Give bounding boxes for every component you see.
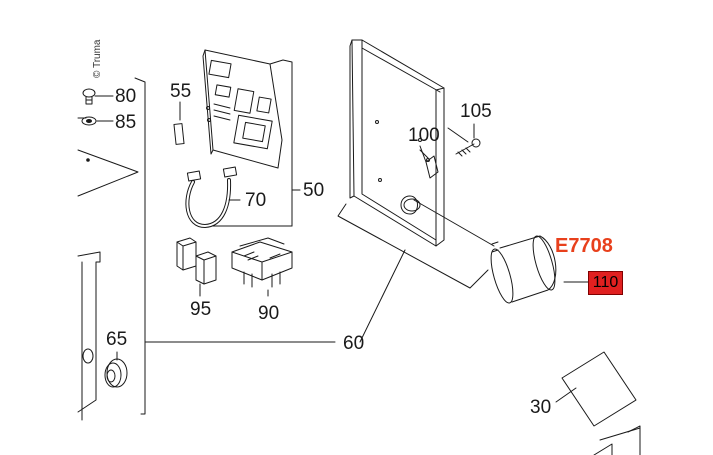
plate-bracket — [337, 203, 489, 343]
part-105-screw — [455, 123, 481, 157]
callout-70: 70 — [245, 190, 267, 211]
highlighted-callout-110[interactable]: 110 — [588, 271, 623, 295]
callout-60: 60 — [343, 333, 365, 354]
part-55-fuse — [173, 101, 185, 145]
housing-panel-bottom — [77, 251, 101, 421]
leader-lines — [413, 145, 495, 247]
callout-105: 105 — [460, 101, 492, 122]
part-90-transformer — [231, 237, 293, 297]
part-65-grommet — [104, 351, 128, 388]
group-bracket — [134, 77, 336, 415]
part-80-screw — [82, 88, 114, 105]
part-code-label: E7708 — [555, 235, 613, 257]
highlighted-callout-110-text: 110 — [592, 274, 619, 291]
part-70-cable — [185, 166, 241, 228]
part-85-washer — [81, 116, 114, 126]
part-60-mounting-plate — [349, 39, 469, 247]
callout-85: 85 — [115, 112, 137, 133]
callout-50: 50 — [303, 180, 325, 201]
copyright-notice: © Truma — [92, 39, 103, 79]
housing-bottom-right — [593, 425, 641, 455]
callout-95: 95 — [190, 299, 212, 320]
callout-30: 30 — [530, 397, 552, 418]
part-95-relays — [176, 237, 217, 297]
part-110-capacitor — [490, 235, 589, 304]
part-30-pad — [555, 351, 637, 427]
callout-100: 100 — [408, 125, 440, 146]
part-50-control-board — [202, 49, 301, 227]
callout-65: 65 — [106, 329, 128, 350]
callout-80: 80 — [115, 86, 137, 107]
callout-90: 90 — [258, 303, 280, 324]
callout-55: 55 — [170, 81, 192, 102]
